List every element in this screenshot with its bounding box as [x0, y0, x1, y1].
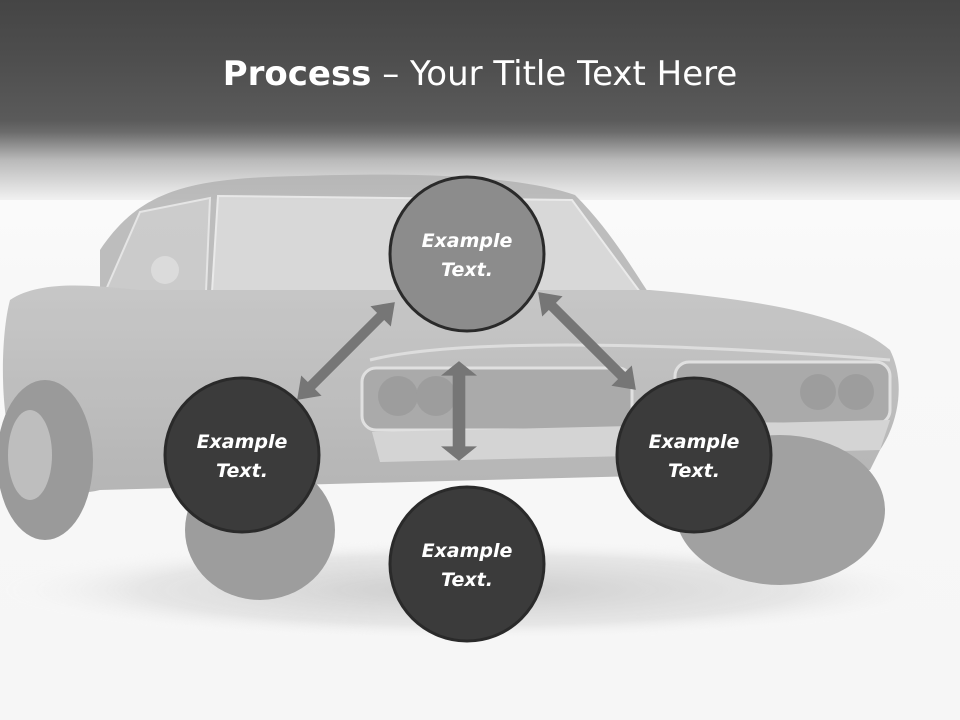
car-headlight — [800, 374, 836, 410]
title-bold: Process — [222, 54, 372, 94]
arrow-top-left — [297, 302, 395, 400]
arrow-center-vertical — [440, 361, 478, 461]
car-headlight — [416, 376, 456, 416]
process-node-bottom[interactable]: Example Text. — [388, 485, 546, 643]
process-node-left[interactable]: Example Text. — [163, 376, 321, 534]
node-label-line2: Text. — [216, 460, 268, 482]
node-label-line1: Example — [422, 540, 513, 562]
title-banner — [0, 0, 960, 200]
node-label-line2: Text. — [441, 569, 493, 591]
node-circle — [388, 175, 546, 333]
car-headlight — [378, 376, 418, 416]
slide-title: Process – Your Title Text Here — [0, 52, 960, 96]
car-wheel-rear-rim — [8, 410, 52, 500]
node-label-line1: Example — [422, 230, 513, 252]
process-node-right[interactable]: Example Text. — [615, 376, 773, 534]
process-node-top[interactable]: Example Text. — [388, 175, 546, 333]
node-circle — [615, 376, 773, 534]
node-circle — [388, 485, 546, 643]
node-label-line2: Text. — [668, 460, 720, 482]
node-label-line1: Example — [649, 431, 740, 453]
node-label-line1: Example — [197, 431, 288, 453]
title-rest: – Your Title Text Here — [371, 54, 738, 94]
car-mirror — [151, 256, 179, 284]
car-hood-line — [369, 343, 891, 362]
car-headlight — [838, 374, 874, 410]
arrow-top-right — [538, 292, 636, 390]
node-circle — [163, 376, 321, 534]
node-label-line2: Text. — [441, 259, 493, 281]
